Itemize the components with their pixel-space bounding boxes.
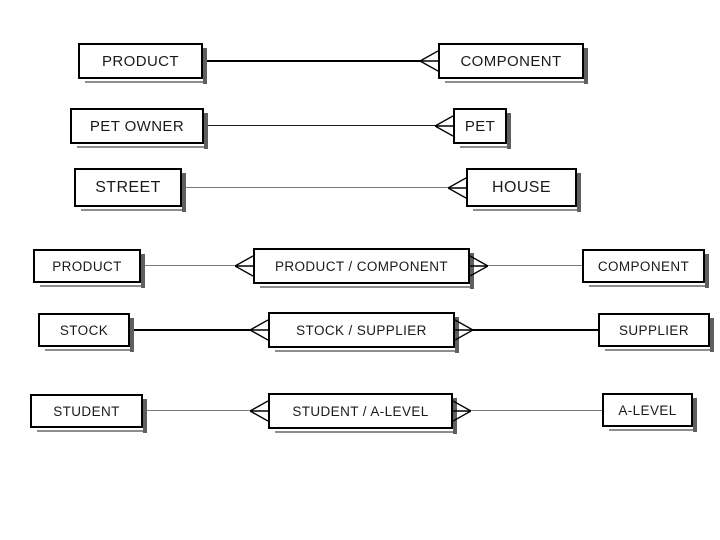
crow-foot-icon bbox=[455, 319, 473, 341]
entity-stock: STOCK bbox=[38, 313, 134, 352]
relationship-line bbox=[472, 329, 598, 331]
crow-foot-icon bbox=[250, 319, 268, 341]
crow-foot-icon bbox=[250, 400, 268, 422]
crow-foot-icon bbox=[420, 50, 438, 72]
crow-foot-icon bbox=[235, 255, 253, 277]
crow-foot-icon bbox=[435, 115, 453, 137]
crow-foot-icon bbox=[448, 177, 466, 199]
entity-component-2: COMPONENT bbox=[582, 249, 709, 288]
entity-pet-owner: PET OWNER bbox=[70, 108, 208, 149]
entity-product-2: PRODUCT bbox=[33, 249, 145, 288]
entity-pet: PET bbox=[453, 108, 511, 149]
relationship-line bbox=[204, 125, 436, 126]
junction-student-a-level: STUDENT / A-LEVEL bbox=[268, 393, 457, 434]
crow-foot-icon bbox=[470, 255, 488, 277]
junction-stock-supplier: STOCK / SUPPLIER bbox=[268, 312, 459, 353]
crow-foot-icon bbox=[453, 400, 471, 422]
entity-student: STUDENT bbox=[30, 394, 147, 433]
entity-house: HOUSE bbox=[466, 168, 581, 212]
entity-product: PRODUCT bbox=[78, 43, 207, 84]
entity-a-level: A-LEVEL bbox=[602, 393, 697, 432]
relationship-line bbox=[182, 187, 449, 188]
junction-product-component: PRODUCT / COMPONENT bbox=[253, 248, 474, 289]
entity-component: COMPONENT bbox=[438, 43, 588, 84]
entity-supplier: SUPPLIER bbox=[598, 313, 714, 352]
relationship-line bbox=[130, 329, 251, 331]
relationship-line bbox=[470, 410, 602, 411]
relationship-line bbox=[141, 265, 236, 266]
relationship-line bbox=[143, 410, 251, 411]
entity-street: STREET bbox=[74, 168, 186, 212]
relationship-line bbox=[487, 265, 582, 266]
relationship-line bbox=[203, 60, 421, 62]
